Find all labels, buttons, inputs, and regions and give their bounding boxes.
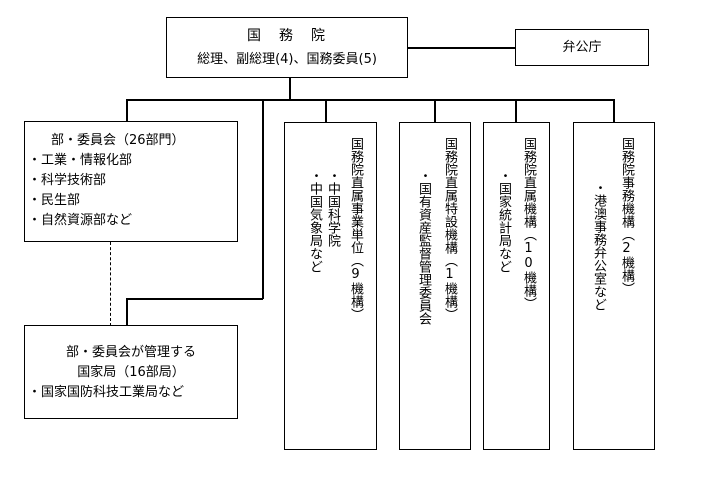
connector-col1	[325, 99, 327, 122]
state-council-title: 国 務 院	[247, 28, 327, 44]
national-bureaus-box: 部・委員会が管理する 国家局（16部局） ・国家国防科技工業局など	[24, 325, 238, 419]
directly-affiliated-box: 国務院直属機構（10機構） ・国家統計局など	[483, 122, 550, 450]
public-institutions-item: ・中国気象局など	[307, 169, 322, 273]
state-council-members: 総理、副総理(4)、国務委員(5)	[197, 52, 377, 67]
special-institution-item: ・国有資産監督管理委員会	[416, 169, 431, 325]
bureaus-line1: 部・委員会が管理する	[65, 345, 196, 360]
connector-to-bureaus-vertical	[262, 99, 264, 299]
connector-to-bureaus-horizontal	[126, 298, 263, 300]
ministries-item: ・自然資源部など	[28, 213, 133, 228]
connector-col3	[515, 99, 517, 122]
general-office-box: 弁公庁	[515, 29, 649, 66]
ministries-title: 部・委員会（26部門）	[51, 133, 185, 148]
administrative-offices-box: 国務院事務機構（2機構） ・港澳事務弁公室など	[573, 122, 655, 450]
bureaus-line3: ・国家国防科技工業局など	[28, 385, 185, 400]
administrative-offices-item: ・港澳事務弁公室など	[591, 181, 606, 311]
public-institutions-item: ・中国科学院	[325, 169, 340, 247]
administrative-offices-heading: 国務院事務機構（2機構）	[619, 137, 634, 295]
state-council-box: 国 務 院 総理、副総理(4)、国務委員(5)	[166, 17, 408, 78]
connector-root-down	[289, 77, 291, 99]
directly-affiliated-heading: 国務院直属機構（10機構）	[521, 137, 536, 310]
public-institutions-box: 国務院直属事業単位（9機構） ・中国科学院 ・中国気象局など	[284, 122, 377, 450]
ministries-item: ・科学技術部	[28, 173, 107, 188]
connector-to-ministries	[126, 99, 128, 121]
ministries-item: ・工業・情報化部	[28, 153, 133, 168]
special-institution-heading: 国務院直属特設機構（1機構）	[442, 137, 457, 321]
connector-col2	[434, 99, 436, 122]
connector-horizontal-bus	[126, 99, 614, 101]
bureaus-line2: 国家局（16部局）	[77, 365, 185, 380]
connector-col4	[613, 99, 615, 122]
dashed-connector-ministries-bureaus	[110, 242, 111, 326]
ministries-item: ・民生部	[28, 193, 81, 208]
special-institution-box: 国務院直属特設機構（1機構） ・国有資産監督管理委員会	[399, 122, 471, 450]
general-office-label: 弁公庁	[562, 40, 602, 55]
connector-root-side	[407, 47, 515, 49]
public-institutions-heading: 国務院直属事業単位（9機構）	[348, 137, 363, 321]
directly-affiliated-item: ・国家統計局など	[496, 169, 511, 273]
connector-to-bureaus-drop	[126, 298, 128, 325]
ministries-box: 部・委員会（26部門） ・工業・情報化部 ・科学技術部 ・民生部 ・自然資源部な…	[24, 121, 238, 242]
